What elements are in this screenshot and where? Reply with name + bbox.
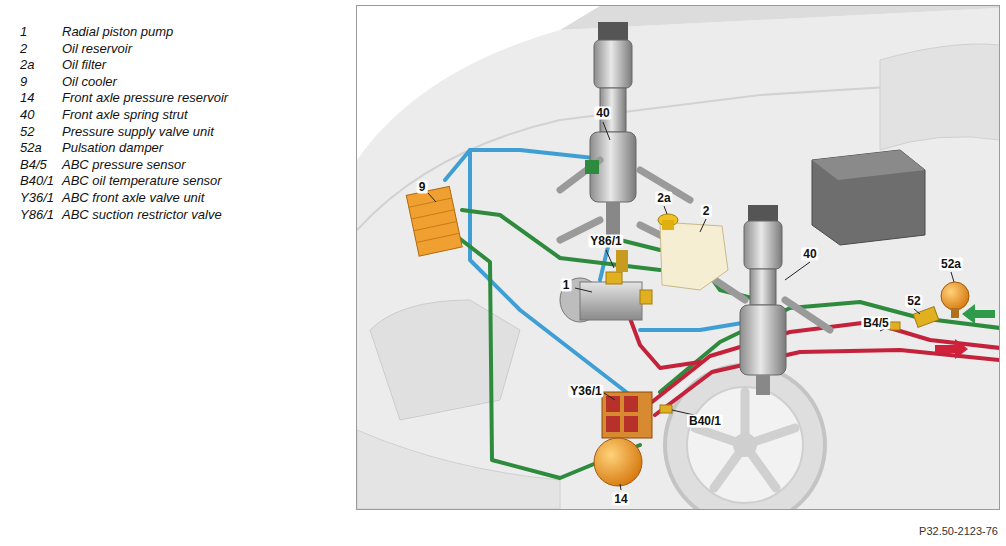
key-number: 14 [20, 90, 34, 105]
key-text: Pressure supply valve unit [62, 124, 214, 139]
callout-number: Y86/1 [588, 235, 623, 248]
key-number: 9 [20, 74, 27, 89]
return-arrow [962, 304, 995, 324]
key-number: 52 [20, 124, 34, 139]
key-number: 40 [20, 107, 34, 122]
red-line [652, 322, 999, 402]
pressure-supply-valve [913, 307, 938, 328]
pressure-reservoir [594, 438, 642, 486]
key-number: B40/1 [20, 173, 54, 188]
oil-reservoir [660, 222, 728, 290]
key-text: Oil filter [62, 57, 106, 72]
callout-number: 52 [905, 295, 922, 308]
key-number: 2a [20, 57, 34, 72]
key-number: Y36/1 [20, 190, 54, 205]
pulsation-damper [941, 282, 969, 310]
callout-number: 2a [655, 192, 672, 205]
radial-piston-pump [560, 250, 652, 322]
key-text: Oil cooler [62, 74, 117, 89]
key-number: Y86/1 [20, 207, 54, 222]
callout-number: 52a [939, 258, 963, 271]
battery-box [812, 150, 925, 245]
key-text: ABC suction restrictor valve [62, 207, 222, 222]
key-number: 2 [20, 41, 27, 56]
spring-strut [560, 22, 690, 250]
callout-number: 9 [417, 181, 428, 194]
pressure-sensor [890, 322, 900, 330]
key-number: 52a [20, 140, 42, 155]
temperature-sensor [660, 405, 672, 413]
callout-number: 40 [594, 107, 611, 120]
valve-unit [602, 392, 652, 438]
callout-number: 1 [561, 279, 572, 292]
callout-number: Y36/1 [568, 385, 603, 398]
key-text: Radial piston pump [62, 24, 173, 39]
key-text: Front axle spring strut [62, 107, 188, 122]
callout-number: 40 [801, 248, 818, 261]
figure-code: P32.50-2123-76 [919, 525, 998, 537]
headlamp [370, 300, 520, 420]
oil-cooler [406, 186, 462, 256]
wing [880, 44, 999, 150]
callout-number: B4/5 [861, 317, 890, 330]
key-number: 1 [20, 24, 27, 39]
wheel [665, 365, 825, 509]
key-text: ABC pressure sensor [62, 157, 186, 172]
key-text: Pulsation damper [62, 140, 163, 155]
pressure-arrow [935, 339, 968, 359]
callout-number: B40/1 [687, 415, 723, 428]
callout-number: 14 [612, 493, 629, 506]
leader-line [428, 122, 954, 490]
key-text: Front axle pressure reservoir [62, 90, 228, 105]
callout-number: 2 [701, 205, 712, 218]
key-text: Oil reservoir [62, 41, 132, 56]
key-text: ABC oil temperature sensor [62, 173, 222, 188]
key-text: ABC front axle valve unit [62, 190, 204, 205]
key-number: B4/5 [20, 157, 47, 172]
